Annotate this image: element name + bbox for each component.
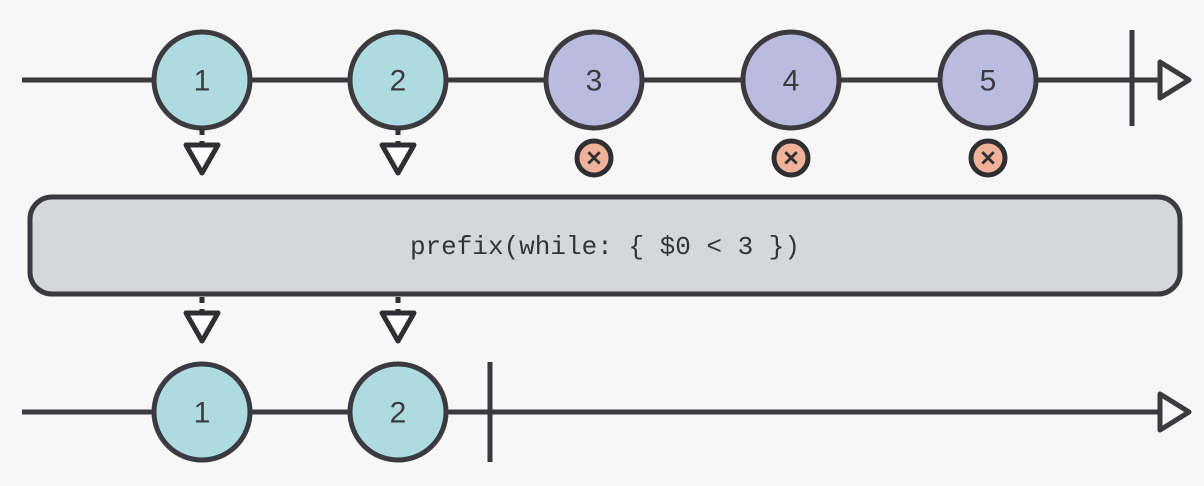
pass-arrow-marble-1 (183, 129, 221, 176)
x-circle (771, 138, 811, 178)
close-icon: ✕ (782, 148, 800, 171)
down-triangle-icon (379, 310, 417, 344)
input-marble-4[interactable]: 4 (740, 29, 842, 131)
marble-label: 2 (390, 397, 407, 430)
down-triangle-icon (379, 142, 417, 176)
input-arrow-head-icon (1157, 59, 1192, 101)
output-arrow-1 (183, 297, 221, 344)
input-marble-3[interactable]: 3 (543, 29, 645, 131)
drop-marker-marble-4: ✕ (771, 138, 811, 178)
output-marble-1[interactable]: 1 (151, 361, 253, 463)
marble-circle (937, 29, 1039, 131)
input-marble-5[interactable]: 5 (937, 29, 1039, 131)
operator-label: prefix(while: { $0 < 3 }) (410, 232, 800, 262)
marble-label: 5 (980, 65, 997, 98)
x-circle (968, 138, 1008, 178)
pass-arrow-marble-2 (379, 129, 417, 176)
marble-circle (151, 29, 253, 131)
marble-label: 1 (194, 65, 211, 98)
output-arrow-2 (379, 297, 417, 344)
drop-marker-marble-5: ✕ (968, 138, 1008, 178)
drop-marker-marble-3: ✕ (574, 138, 614, 178)
operator-box[interactable]: prefix(while: { $0 < 3 }) (27, 194, 1183, 297)
marble-label: 1 (194, 397, 211, 430)
marble-circle (347, 29, 449, 131)
input-marble-2[interactable]: 2 (347, 29, 449, 131)
marble-label: 3 (586, 65, 603, 98)
marble-label: 4 (783, 65, 800, 98)
x-circle (574, 138, 614, 178)
input-marble-1[interactable]: 1 (151, 29, 253, 131)
marble-circle (740, 29, 842, 131)
close-icon: ✕ (585, 148, 603, 171)
close-icon: ✕ (979, 148, 997, 171)
marble-circle (347, 361, 449, 463)
marble-circle (543, 29, 645, 131)
down-triangle-icon (183, 310, 221, 344)
down-triangle-icon (183, 142, 221, 176)
output-marble-2[interactable]: 2 (347, 361, 449, 463)
output-arrow-head-icon (1157, 391, 1192, 433)
marble-circle (151, 361, 253, 463)
operator-box-rect (27, 194, 1183, 297)
marble-label: 2 (390, 65, 407, 98)
